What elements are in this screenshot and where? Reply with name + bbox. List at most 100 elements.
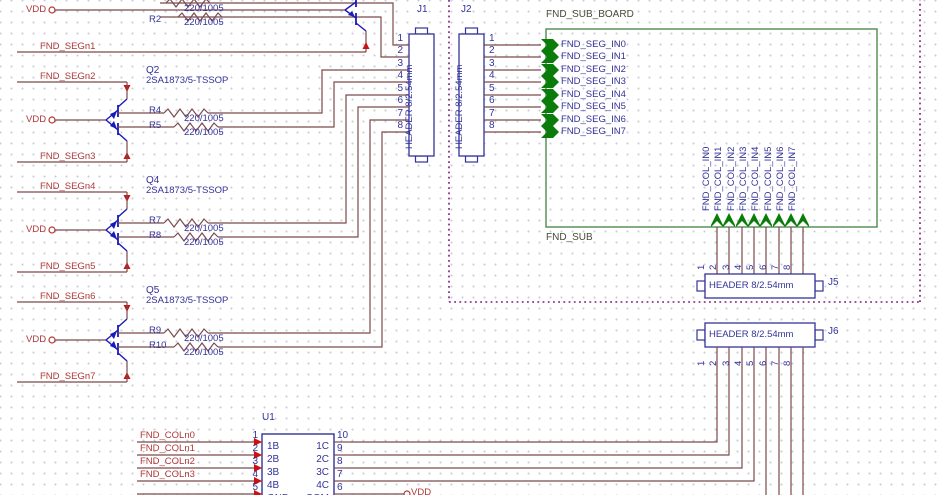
col-input-port-arrow[interactable] bbox=[797, 213, 809, 227]
segment-route-wire[interactable] bbox=[208, 119, 409, 334]
seg-input-port-arrow[interactable] bbox=[541, 101, 559, 113]
resistor-zigzag[interactable] bbox=[163, 218, 209, 228]
transistor-emitter-arrow bbox=[348, 11, 355, 17]
resistor-zigzag[interactable] bbox=[177, 12, 223, 22]
col-input-port-arrow[interactable] bbox=[711, 213, 723, 227]
seg-input-port-arrow[interactable] bbox=[541, 89, 559, 101]
col-input-port-arrow[interactable] bbox=[760, 213, 772, 227]
u1-pin-number: 10 bbox=[337, 430, 349, 441]
u1-pin-erc-arrow bbox=[254, 477, 262, 485]
resistor-ref-label: R8 bbox=[149, 230, 162, 241]
segment-route-wire[interactable] bbox=[160, 16, 409, 58]
u1-ic-body[interactable] bbox=[261, 433, 335, 495]
j5-tab bbox=[814, 280, 824, 292]
resistor-zigzag[interactable] bbox=[165, 0, 211, 8]
u1-pin-name: 1C bbox=[316, 441, 329, 452]
col-input-port-arrow[interactable] bbox=[736, 213, 748, 227]
transistor-emitter-arrow bbox=[110, 341, 117, 349]
j2-tab bbox=[464, 155, 479, 163]
resistor-ref-label: R9 bbox=[149, 325, 162, 336]
u1-pin-number: 8 bbox=[337, 456, 343, 467]
segment-route-wire[interactable] bbox=[208, 69, 409, 114]
j6-pin-number: 5 bbox=[745, 360, 756, 366]
board-title-label: FND_SUB_BOARD bbox=[546, 9, 634, 20]
transistor-collector bbox=[117, 318, 128, 328]
j1-pin-number: 8 bbox=[397, 120, 403, 131]
j2-ref-label: J2 bbox=[461, 4, 472, 15]
col-input-port-arrow[interactable] bbox=[773, 213, 785, 227]
col-input-port-arrow[interactable] bbox=[723, 213, 735, 227]
j5-tab bbox=[696, 280, 706, 292]
resistor-zigzag[interactable] bbox=[173, 232, 219, 242]
vdd-port-circle[interactable] bbox=[48, 226, 56, 234]
col-input-label: FND_COL_IN3 bbox=[738, 146, 749, 211]
vdd-port-circle[interactable] bbox=[48, 336, 56, 344]
j6-route-wire[interactable] bbox=[350, 347, 755, 482]
j6-route-wire[interactable] bbox=[350, 347, 730, 456]
j6-pin-number: 4 bbox=[733, 360, 744, 366]
seg-input-label: FND_SEG_IN1 bbox=[561, 51, 626, 62]
resistor-value-label: 220/1005 bbox=[184, 17, 224, 28]
u1-pin-name: COM bbox=[305, 493, 329, 495]
seg-input-port-arrow[interactable] bbox=[541, 126, 559, 138]
resistor-zigzag[interactable] bbox=[163, 108, 209, 118]
vdd-net-label: VDD bbox=[26, 4, 47, 15]
vdd-net-label: VDD bbox=[26, 224, 47, 235]
segment-route-wire[interactable] bbox=[208, 94, 409, 224]
resistor-zigzag[interactable] bbox=[163, 328, 209, 338]
j1-part-label: HEADER 8/2.54mm bbox=[404, 64, 415, 149]
u1-pin-erc-arrow bbox=[254, 438, 262, 446]
j1-tab bbox=[414, 27, 429, 35]
seg-input-port-arrow[interactable] bbox=[541, 51, 559, 63]
j6-route-wire[interactable] bbox=[350, 347, 743, 469]
vdd-port-circle[interactable] bbox=[48, 6, 56, 14]
j2-connector-body[interactable] bbox=[458, 33, 485, 157]
j6-pin-number: 1 bbox=[696, 360, 707, 366]
col-input-port-arrow[interactable] bbox=[785, 213, 797, 227]
segment-route-wire[interactable] bbox=[218, 106, 409, 238]
u1-pin-number: 2 bbox=[252, 443, 258, 454]
col-input-label: FND_COL_IN2 bbox=[726, 146, 737, 211]
j2-pin-number: 2 bbox=[489, 45, 495, 56]
j2-pin-number: 4 bbox=[489, 70, 495, 81]
col-net-label: FND_COLn3 bbox=[140, 469, 195, 480]
u1-pin-number: 3 bbox=[252, 456, 258, 467]
j5-connector-body[interactable] bbox=[704, 273, 816, 299]
seg-input-port-arrow[interactable] bbox=[541, 76, 559, 88]
transistor-collector bbox=[117, 242, 128, 252]
col-input-port-arrow[interactable] bbox=[748, 213, 760, 227]
resistor-zigzag[interactable] bbox=[173, 122, 219, 132]
vdd-port-circle[interactable] bbox=[403, 490, 411, 495]
seg-net-label: FND_SEGn7 bbox=[40, 371, 96, 382]
segment-route-wire[interactable] bbox=[160, 2, 409, 46]
transistor-collector bbox=[355, 22, 367, 32]
segment-route-wire[interactable] bbox=[218, 81, 409, 128]
j5-ref-label: J5 bbox=[828, 277, 839, 288]
vdd-port-circle[interactable] bbox=[48, 116, 56, 124]
j2-part-label: HEADER 8/2.54mm bbox=[454, 64, 465, 149]
segment-route-wire[interactable] bbox=[218, 131, 409, 348]
j6-route-wire[interactable] bbox=[350, 347, 718, 443]
resistor-value-label: 220/1005 bbox=[184, 223, 224, 234]
seg-input-port-arrow[interactable] bbox=[541, 64, 559, 76]
board-name-label: FND_SUB bbox=[546, 232, 593, 243]
resistor-ref-label: R4 bbox=[149, 105, 162, 116]
seg-input-label: FND_SEG_IN7 bbox=[561, 126, 626, 137]
j6-part-label: HEADER 8/2.54mm bbox=[709, 329, 794, 340]
u1-pin-erc-arrow bbox=[254, 490, 262, 495]
j6-connector-body[interactable] bbox=[704, 322, 816, 348]
resistor-zigzag[interactable] bbox=[173, 342, 219, 352]
seg-input-label: FND_SEG_IN4 bbox=[561, 89, 626, 100]
transistor-emitter-arrow bbox=[110, 331, 117, 339]
seg-input-port-arrow[interactable] bbox=[541, 39, 559, 51]
j1-pin-number: 5 bbox=[397, 83, 403, 94]
u1-pin-number: 6 bbox=[337, 482, 343, 493]
transistor-collector bbox=[117, 352, 128, 362]
seg-input-port-arrow[interactable] bbox=[541, 114, 559, 126]
j1-pin-number: 3 bbox=[397, 58, 403, 69]
j1-tab bbox=[414, 155, 429, 163]
transistor-collector bbox=[117, 132, 128, 142]
j5-pin-number: 8 bbox=[782, 264, 793, 270]
